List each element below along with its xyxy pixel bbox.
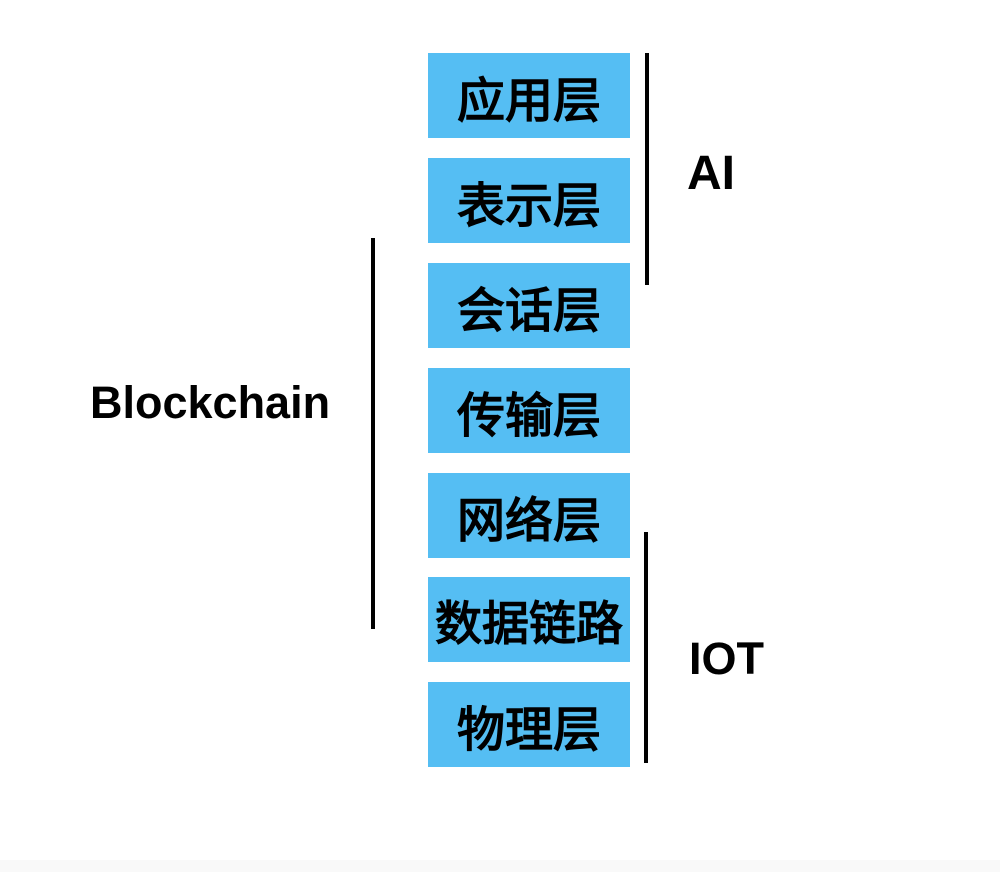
iot-label: IOT: [689, 633, 764, 684]
layer-box-presentation: 表示层: [428, 158, 630, 243]
blockchain-label: Blockchain: [90, 377, 331, 428]
layer-box-application: 应用层: [428, 53, 630, 138]
bottom-edge-strip: [0, 860, 1000, 872]
iot-bracket-line: [644, 532, 648, 763]
layer-box-transport: 传输层: [428, 368, 630, 453]
blockchain-bracket-line: [371, 238, 375, 629]
layer-box-physical: 物理层: [428, 682, 630, 767]
layer-box-data-link: 数据链路: [428, 577, 630, 662]
ai-label: AI: [687, 147, 735, 200]
layer-box-network: 网络层: [428, 473, 630, 558]
layer-box-session: 会话层: [428, 263, 630, 348]
ai-bracket-line: [645, 53, 649, 285]
